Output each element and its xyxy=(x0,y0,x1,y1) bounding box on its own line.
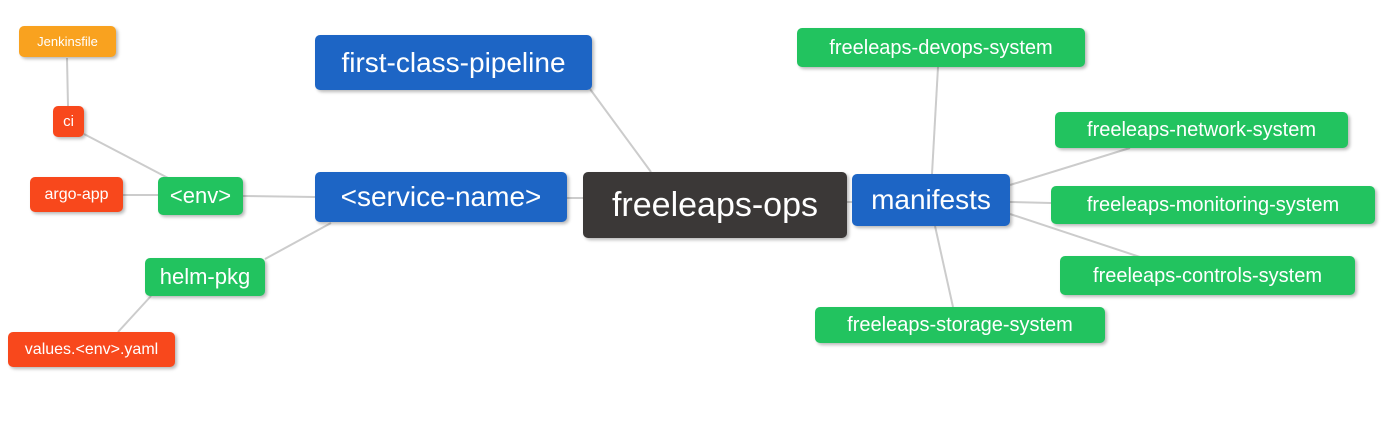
mindmap-node-helm-pkg[interactable]: helm-pkg xyxy=(145,258,265,296)
mindmap-node-label: freeleaps-controls-system xyxy=(1093,264,1322,287)
mindmap-node-label: freeleaps-monitoring-system xyxy=(1086,194,1340,216)
edge-env-to-service-name xyxy=(242,195,316,198)
mindmap-node-label: Jenkinsfile xyxy=(37,34,98,49)
mindmap-node-freeleaps-network-system[interactable]: freeleaps-network-system xyxy=(1055,112,1348,148)
mindmap-node-label: first-class-pipeline xyxy=(341,46,566,78)
edge-helm-pkg-to-service-name xyxy=(264,222,332,260)
mindmap-node-manifests[interactable]: manifests xyxy=(852,174,1010,226)
mindmap-node-label: manifests xyxy=(871,184,991,215)
mindmap-node-first-class-pipeline[interactable]: first-class-pipeline xyxy=(315,35,592,90)
edge-manifests-to-freeleaps-monitoring-system xyxy=(1009,201,1052,204)
mindmap-node-label: freeleaps-network-system xyxy=(1087,119,1316,141)
mindmap-node-label: freeleaps-ops xyxy=(611,186,818,224)
edge-ci-to-env xyxy=(83,133,169,179)
mindmap-node-label: freeleaps-devops-system xyxy=(829,36,1053,59)
mindmap-node-env[interactable]: <env> xyxy=(158,177,243,215)
mindmap-node-label: <service-name> xyxy=(340,181,542,212)
edge-first-class-pipeline-to-freeleaps-ops xyxy=(589,88,652,173)
mindmap-node-freeleaps-storage-system[interactable]: freeleaps-storage-system xyxy=(815,307,1105,343)
mindmap-node-label: argo-app xyxy=(44,185,109,203)
mindmap-node-service-name[interactable]: <service-name> xyxy=(315,172,567,222)
edge-manifests-to-freeleaps-devops-system xyxy=(931,66,939,175)
mindmap-node-ci[interactable]: ci xyxy=(53,106,84,137)
mindmap-node-freeleaps-devops-system[interactable]: freeleaps-devops-system xyxy=(797,28,1085,67)
edge-manifests-to-freeleaps-network-system xyxy=(1009,147,1131,186)
mindmap-node-values-env-yaml[interactable]: values.<env>.yaml xyxy=(8,332,175,367)
mindmap-node-jenkinsfile[interactable]: Jenkinsfile xyxy=(19,26,116,57)
mindmap-node-freeleaps-controls-system[interactable]: freeleaps-controls-system xyxy=(1060,256,1355,295)
mindmap-node-label: <env> xyxy=(169,183,232,208)
mindmap-node-label: helm-pkg xyxy=(159,264,251,289)
edge-manifests-to-freeleaps-storage-system xyxy=(934,225,954,308)
mindmap-node-label: values.<env>.yaml xyxy=(24,340,159,358)
edge-values-env-yaml-to-helm-pkg xyxy=(117,295,152,333)
mindmap-node-label: ci xyxy=(63,113,74,130)
edge-jenkinsfile-to-ci xyxy=(66,57,69,107)
mindmap-node-freeleaps-ops[interactable]: freeleaps-ops xyxy=(583,172,847,238)
mindmap-node-argo-app[interactable]: argo-app xyxy=(30,177,123,212)
mindmap-node-freeleaps-monitoring-system[interactable]: freeleaps-monitoring-system xyxy=(1051,186,1375,224)
mindmap-node-label: freeleaps-storage-system xyxy=(847,314,1073,336)
